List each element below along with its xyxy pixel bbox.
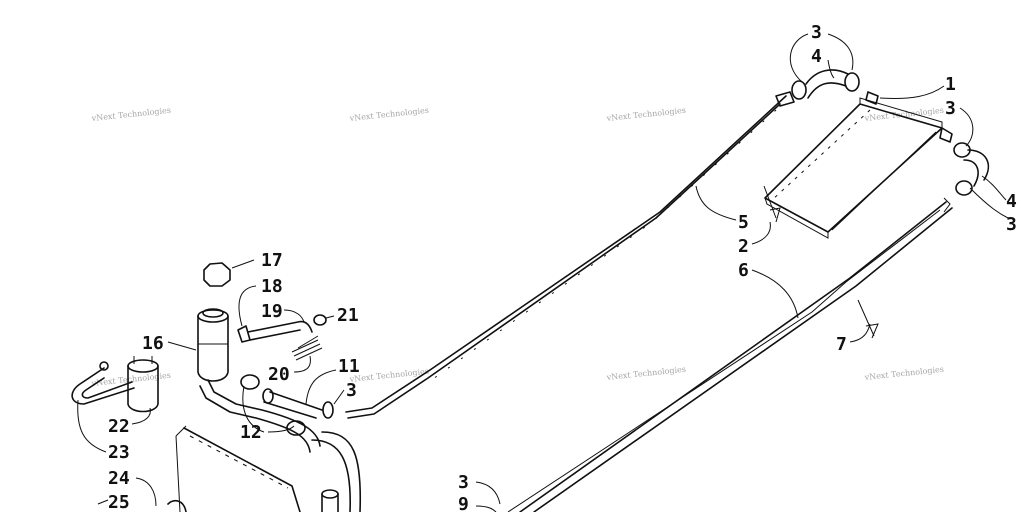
callout-5: 5	[738, 212, 749, 233]
callout-21: 21	[337, 305, 359, 326]
callout-3-mid: 3	[346, 380, 357, 401]
callout-23: 23	[108, 442, 130, 463]
u-bracket	[71, 361, 135, 405]
callout-4-right: 4	[1006, 191, 1017, 212]
watermark-2: vNext Technologies	[348, 106, 429, 123]
lower-coolant-tube	[507, 197, 953, 512]
callout-1: 1	[945, 74, 956, 95]
reservoir-outlet-hose	[199, 379, 362, 512]
upper-coolant-tube	[345, 91, 795, 419]
heat-exchanger-plate	[764, 91, 953, 239]
callout-7: 7	[836, 334, 847, 355]
callout-4-top: 4	[811, 46, 822, 67]
watermark-1: vNext Technologies	[90, 106, 171, 123]
top-elbow-hose	[791, 69, 860, 100]
temp-sensor-2	[763, 185, 781, 223]
callout-3-bottom: 3	[458, 472, 469, 493]
clamp-21	[313, 314, 327, 326]
spring-clamp-20	[291, 335, 323, 361]
callout-16: 16	[142, 333, 164, 354]
callout-17: 17	[261, 250, 283, 271]
callout-6: 6	[738, 260, 749, 281]
callout-9: 9	[458, 494, 469, 512]
callout-25: 25	[108, 492, 130, 512]
callout-18: 18	[261, 276, 283, 297]
callout-3-top: 3	[811, 22, 822, 43]
watermark-5: vNext Technologies	[348, 367, 429, 384]
watermark-3: vNext Technologies	[605, 106, 686, 123]
watermark-7: vNext Technologies	[863, 365, 944, 382]
callout-19: 19	[261, 301, 283, 322]
clamps-12	[240, 374, 306, 436]
callout-24: 24	[108, 468, 130, 489]
callout-labels: 3 4 1 3 4 3 5 2 6 7 17 18 19 21 16 20 11…	[108, 22, 1017, 512]
right-elbow-hose	[953, 142, 990, 196]
callout-12: 12	[240, 422, 262, 443]
callout-3-right-upper: 3	[945, 98, 956, 119]
callout-22: 22	[108, 416, 130, 437]
callout-20: 20	[268, 364, 290, 385]
callout-2: 2	[738, 236, 749, 257]
reservoir-cap	[203, 262, 231, 287]
coolant-reservoir	[197, 308, 229, 382]
callout-11: 11	[338, 356, 360, 377]
hose-11	[262, 388, 334, 419]
filter-canister	[127, 356, 159, 413]
overflow-hose-19	[237, 320, 313, 343]
radiator-frame	[167, 425, 339, 512]
watermark-6: vNext Technologies	[605, 365, 686, 382]
temp-sensor-7	[857, 299, 879, 339]
callout-3-right-lower: 3	[1006, 214, 1017, 235]
leader-lines	[77, 33, 1009, 512]
